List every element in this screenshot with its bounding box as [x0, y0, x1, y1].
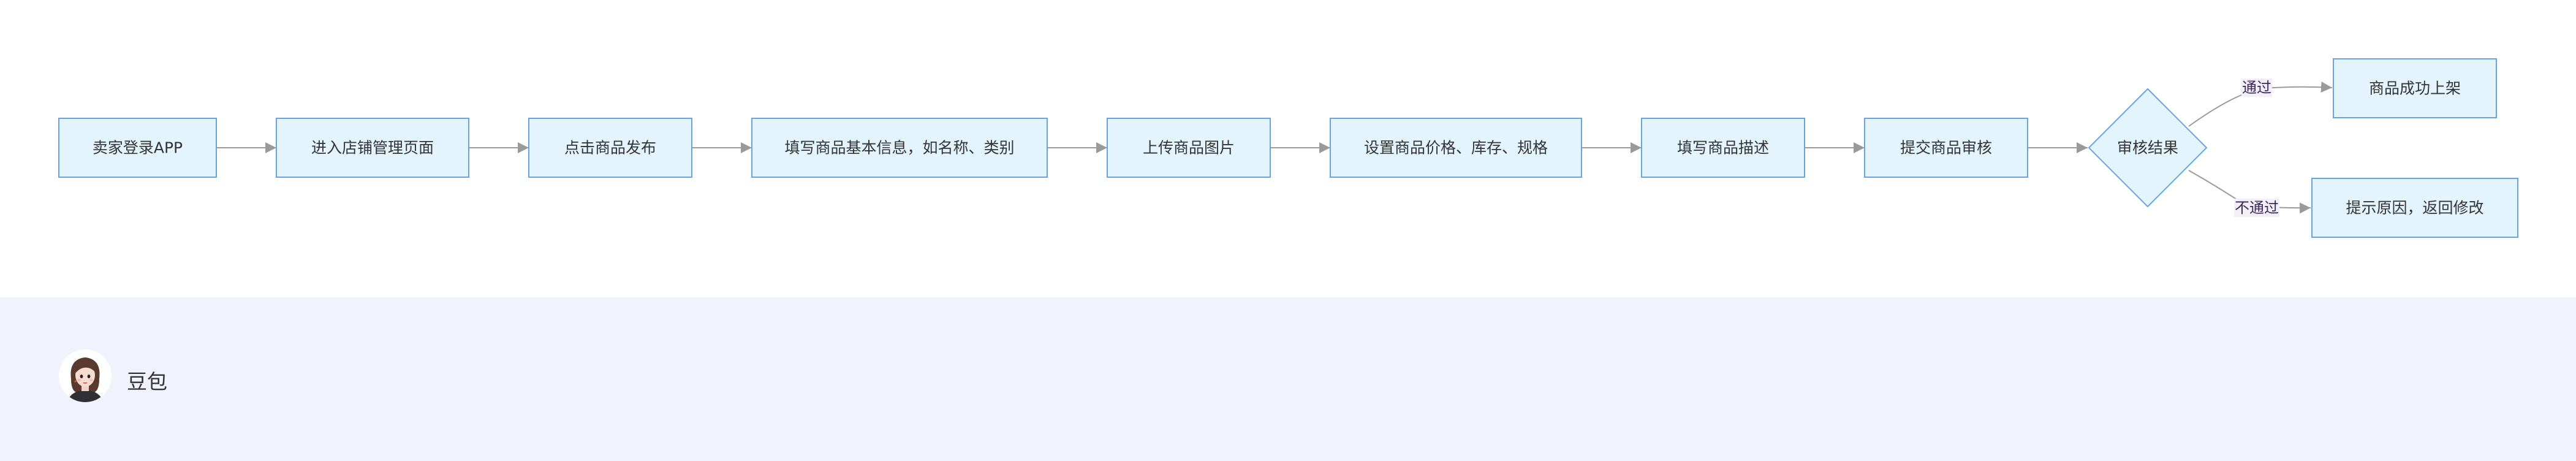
decision-review-result-diamond: [2088, 88, 2208, 208]
node-listed-success-label: 商品成功上架: [2369, 80, 2461, 97]
node-submit-review-label: 提交商品审核: [1900, 139, 1992, 157]
decision-review-result-label: 审核结果: [2117, 139, 2178, 157]
flowchart: 通过 不通过 卖家登录APP 进入店铺管理页面 点击商品发布 填写商品基本: [58, 58, 2518, 238]
node-publish-product-box: [528, 118, 692, 178]
node-submit-review-box: [1864, 118, 2028, 178]
node-upload-images-label: 上传商品图片: [1143, 139, 1235, 157]
node-listed-success[interactable]: 商品成功上架: [2333, 58, 2497, 118]
edge-label-pass: 通过: [2241, 78, 2272, 97]
node-return-modify-box: [2311, 178, 2518, 238]
node-description[interactable]: 填写商品描述: [1641, 118, 1805, 178]
node-basic-info-box: [751, 118, 1048, 178]
edge-label-pass-text: 通过: [2242, 79, 2271, 96]
node-login-app-box: [58, 118, 217, 178]
node-price-stock-label: 设置商品价格、库存、规格: [1364, 139, 1548, 157]
edge-label-fail: 不通过: [2234, 199, 2279, 217]
decision-review-result[interactable]: 审核结果: [2088, 88, 2208, 208]
node-login-app[interactable]: 卖家登录APP: [58, 118, 217, 178]
node-price-stock-box: [1330, 118, 1582, 178]
edge-label-pass-bg: [2241, 78, 2272, 97]
edge-label-fail-bg: [2234, 199, 2279, 217]
node-return-modify-label: 提示原因，返回修改: [2346, 199, 2483, 217]
node-description-label: 填写商品描述: [1677, 139, 1769, 157]
footer-bar: [0, 297, 2576, 461]
node-store-management-label: 进入店铺管理页面: [311, 139, 434, 157]
node-upload-images[interactable]: 上传商品图片: [1107, 118, 1271, 178]
edge-label-fail-text: 不通过: [2235, 199, 2279, 216]
node-basic-info-label: 填写商品基本信息，如名称、类别: [784, 139, 1014, 157]
flowchart-area: 通过 不通过 卖家登录APP 进入店铺管理页面 点击商品发布 填写商品基本: [58, 58, 2518, 238]
brand-name: 豆包: [127, 370, 167, 394]
node-store-management-box: [276, 118, 469, 178]
node-description-box: [1641, 118, 1805, 178]
node-return-modify[interactable]: 提示原因，返回修改: [2311, 178, 2518, 238]
node-publish-product-label: 点击商品发布: [564, 139, 656, 157]
avatar-icon: [59, 349, 112, 402]
node-submit-review[interactable]: 提交商品审核: [1864, 118, 2028, 178]
node-price-stock[interactable]: 设置商品价格、库存、规格: [1330, 118, 1582, 178]
node-store-management[interactable]: 进入店铺管理页面: [276, 118, 469, 178]
node-upload-images-box: [1107, 118, 1271, 178]
node-listed-success-box: [2333, 58, 2497, 118]
node-publish-product[interactable]: 点击商品发布: [528, 118, 692, 178]
node-login-app-label: 卖家登录APP: [93, 139, 183, 157]
node-basic-info[interactable]: 填写商品基本信息，如名称、类别: [751, 118, 1048, 178]
avatar-illustration: [59, 349, 112, 402]
